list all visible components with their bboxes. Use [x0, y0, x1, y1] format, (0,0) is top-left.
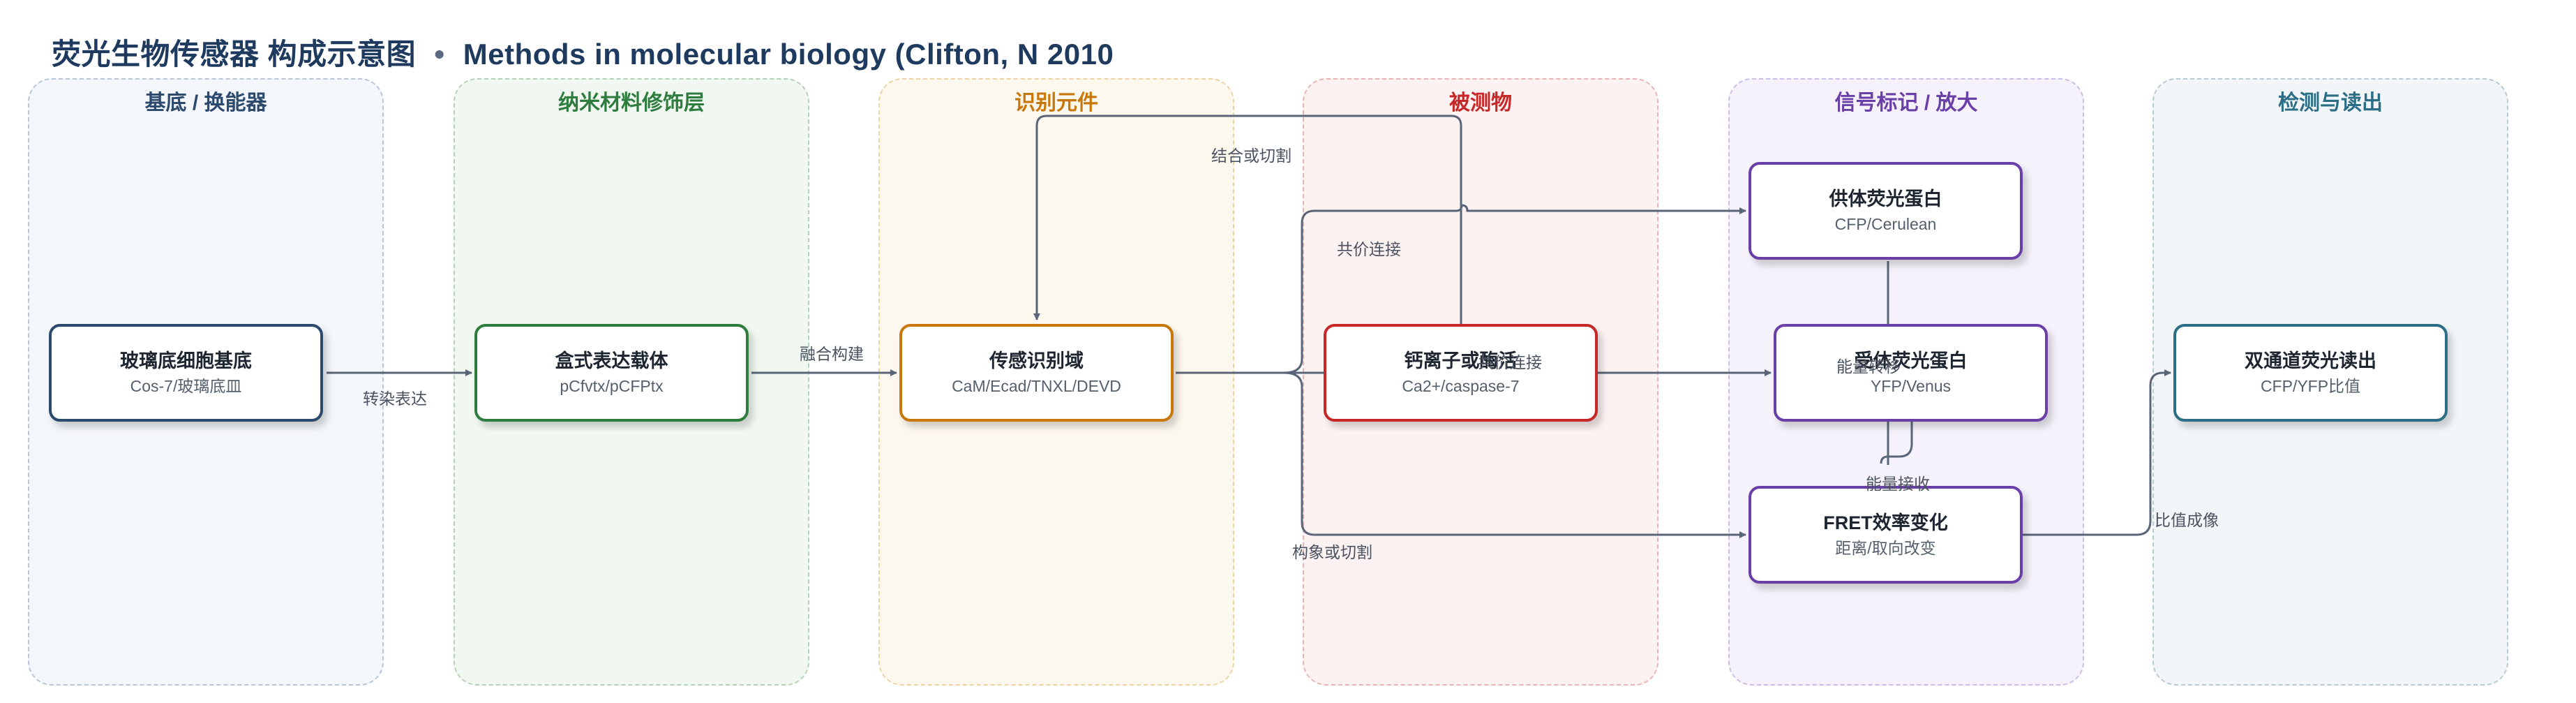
- edge-label-transfect: 转染表达: [363, 390, 427, 408]
- edge-label-covalent-donor: 共价连接: [1337, 240, 1401, 258]
- lane-title-nano: 纳米材料修饰层: [558, 91, 705, 114]
- edge-energy-accept: [1880, 422, 1913, 464]
- node-readout-detail: CFP/YFP比值: [2260, 376, 2361, 395]
- edge-label-ratio-imaging: 比值成像: [2155, 511, 2219, 529]
- page-title: 荧光生物传感器 构成示意图 • Methods in molecular bio…: [52, 31, 1114, 73]
- edge-label-energy-transfer: 能量转移: [1836, 357, 1901, 376]
- edge-conformation: [1176, 371, 1746, 538]
- lane-title-signal: 信号标记 / 放大: [1834, 91, 1978, 114]
- node-vector-name: 盒式表达载体: [555, 350, 668, 371]
- lane-title-substrate: 基底 / 换能器: [144, 91, 267, 114]
- node-readout[interactable]: 双通道荧光读出 CFP/YFP比值: [2173, 324, 2448, 422]
- edge-label-fusion: 融合构建: [800, 345, 864, 363]
- node-fret-detail: 距离/取向改变: [1835, 538, 1936, 557]
- node-acceptor[interactable]: 受体荧光蛋白 YFP/Venus: [1774, 324, 2048, 422]
- node-vector[interactable]: 盒式表达载体 pCfvtx/pCFPtx: [474, 324, 749, 422]
- lane-title-recognition: 识别元件: [1014, 91, 1098, 114]
- node-substrate-name: 玻璃底细胞基底: [120, 350, 252, 371]
- node-fret-name: FRET效率变化: [1823, 512, 1948, 533]
- node-vector-detail: pCfvtx/pCFPtx: [560, 376, 664, 395]
- lane-title-readout: 检测与读出: [2278, 91, 2383, 114]
- node-analyte-detail: Ca2+/caspase-7: [1402, 376, 1520, 395]
- node-acceptor-name: 受体荧光蛋白: [1854, 350, 1968, 371]
- lane-title-analyte: 被测物: [1449, 91, 1512, 114]
- title-text: 荧光生物传感器 构成示意图: [52, 38, 417, 71]
- node-analyte-name: 钙离子或酶活: [1404, 350, 1518, 371]
- node-acceptor-detail: YFP/Venus: [1870, 376, 1952, 395]
- title-source: Methods in molecular biology (Clifton, N…: [463, 38, 1114, 71]
- edge-covalent-donor: [1176, 204, 1746, 374]
- node-readout-name: 双通道荧光读出: [2245, 350, 2376, 371]
- edge-label-energy-accept: 能量接收: [1866, 475, 1930, 493]
- edge-bind-cleave: [1033, 114, 1462, 324]
- node-donor[interactable]: 供体荧光蛋白 CFP/Cerulean: [1748, 162, 2023, 260]
- node-sensor-detail: CaM/Ecad/TNXL/DEVD: [952, 376, 1121, 395]
- title-separator: •: [434, 38, 445, 71]
- edge-label-conformation: 构象或切割: [1292, 543, 1372, 561]
- node-donor-name: 供体荧光蛋白: [1829, 188, 1942, 209]
- node-sensor[interactable]: 传感识别域 CaM/Ecad/TNXL/DEVD: [899, 324, 1174, 422]
- node-fret[interactable]: FRET效率变化 距离/取向改变: [1748, 486, 2023, 584]
- node-donor-detail: CFP/Cerulean: [1834, 214, 1937, 233]
- node-substrate-detail: Cos-7/玻璃底皿: [130, 376, 242, 395]
- edge-label-covalent-acceptor: 共价连接: [1478, 353, 1542, 371]
- node-sensor-name: 传感识别域: [989, 350, 1084, 371]
- node-analyte[interactable]: 钙离子或酶活 Ca2+/caspase-7: [1324, 324, 1598, 422]
- edge-label-bind-cleave: 结合或切割: [1211, 147, 1291, 165]
- node-substrate[interactable]: 玻璃底细胞基底 Cos-7/玻璃底皿: [49, 324, 323, 422]
- edge-ratio-imaging: [2022, 369, 2171, 536]
